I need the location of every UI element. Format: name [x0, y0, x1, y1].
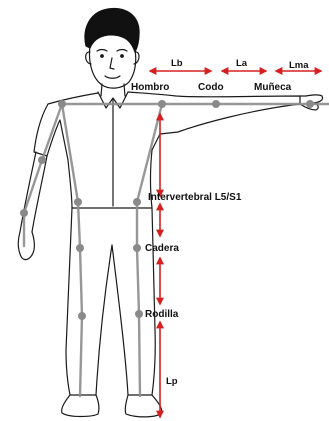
joint-right-hip [133, 244, 141, 252]
label-lma: Lma [289, 60, 309, 71]
label-la: La [236, 58, 248, 69]
left-hand [18, 232, 34, 260]
joint-right-elbow [212, 100, 220, 108]
label-muneca: Muñeca [254, 82, 292, 93]
nose [110, 58, 114, 69]
joint-right-shoulder [158, 100, 166, 108]
shirt [34, 92, 300, 208]
joint-l5s1-left [74, 198, 82, 206]
joint-left-elbow [38, 156, 46, 164]
joint-left-wrist [20, 209, 28, 217]
label-lp: Lp [166, 376, 178, 387]
left-eyebrow [97, 50, 107, 52]
right-eye [121, 55, 124, 58]
right-leg-segment [137, 202, 140, 396]
joint-right-wrist [306, 100, 314, 108]
label-lb: Lb [171, 58, 183, 69]
right-ear [134, 52, 139, 64]
trunk-right [137, 104, 162, 202]
trunk-left [62, 104, 78, 202]
hair [85, 8, 139, 52]
joint-l5s1-right [133, 198, 141, 206]
right-shoe [125, 395, 162, 417]
joint-right-knee [135, 310, 143, 318]
left-leg-segment [78, 202, 82, 396]
mouth [105, 76, 120, 78]
face [90, 46, 136, 88]
label-codo: Codo [198, 82, 224, 93]
joint-left-shoulder [58, 100, 66, 108]
left-shoe [62, 395, 99, 417]
label-cadera: Cadera [145, 243, 179, 254]
joint-left-knee [78, 312, 86, 320]
label-rodilla: Rodilla [145, 309, 179, 320]
label-intervertebral: Intervertebral L5/S1 [148, 192, 242, 203]
joint-left-hip [76, 244, 84, 252]
label-hombro: Hombro [131, 82, 169, 93]
person-drawing [18, 8, 322, 416]
right-eyebrow [117, 50, 127, 52]
left-eye [101, 55, 104, 58]
